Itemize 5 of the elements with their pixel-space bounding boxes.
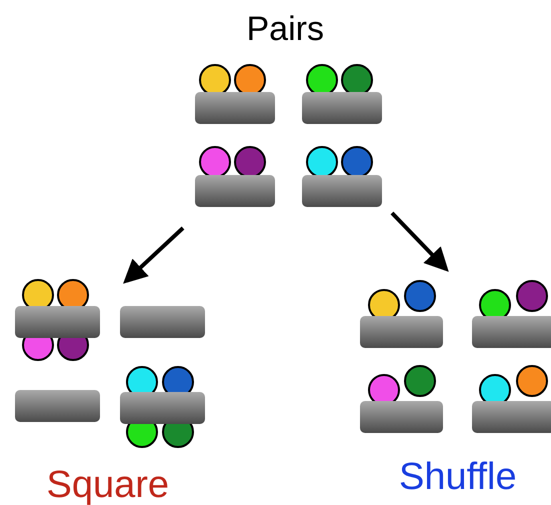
group-title: Shuffle [399,458,517,496]
group-title: Square [46,466,170,504]
arrow [123,226,184,284]
group-title: Pairs [246,12,324,46]
arrow [390,212,449,272]
